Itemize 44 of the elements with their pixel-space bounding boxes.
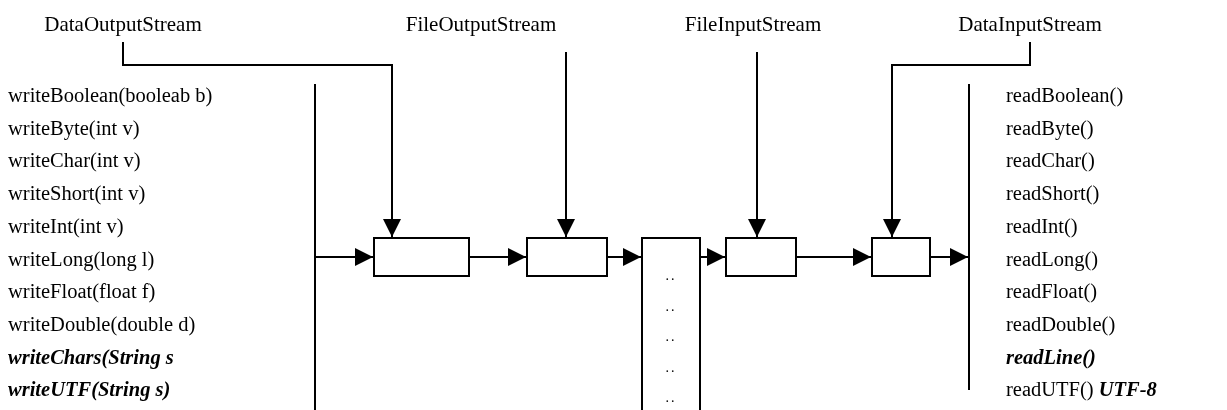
class-name: FileInputStream <box>684 14 822 35</box>
arrow <box>557 51 575 238</box>
ellipsis-text: .. <box>665 389 677 407</box>
arrow <box>122 41 401 238</box>
method-name: writeFloat(float f) <box>8 280 156 303</box>
class-name: DataOutputStream <box>44 14 202 35</box>
method-name: writeInt(int v) <box>8 214 124 238</box>
method-name: writeUTF(String s) <box>8 378 171 401</box>
method-name: writeDouble(double d) <box>8 312 196 336</box>
stream-box <box>373 237 470 277</box>
method-name: readInt() <box>1006 214 1078 238</box>
arrow <box>748 51 766 238</box>
method-name: readFloat() <box>1006 280 1098 303</box>
stream-box <box>871 237 931 277</box>
class-name: FileOutputStream <box>405 14 557 35</box>
file-column <box>641 237 701 410</box>
method-name: readLine() <box>1006 345 1096 369</box>
arrow <box>930 248 969 266</box>
stream-box <box>725 237 797 277</box>
method-name: readShort() <box>1006 182 1100 205</box>
method-name: readChar() <box>1006 149 1095 172</box>
arrow <box>469 248 527 266</box>
method-name: writeChars(String s <box>8 345 174 369</box>
method-name: readDouble() <box>1006 312 1116 336</box>
method-name: writeChar(int v) <box>8 149 141 172</box>
method-name: readBoolean() <box>1006 84 1124 107</box>
stream-box <box>526 237 608 277</box>
arrow <box>700 248 726 266</box>
method-name: readLong() <box>1006 247 1099 271</box>
arrow <box>315 248 374 266</box>
method-name: readByte() <box>1006 116 1094 140</box>
class-name: DataInputStream <box>958 14 1102 35</box>
ellipsis-text: .. <box>665 358 677 377</box>
arrow <box>607 248 642 266</box>
ellipsis-text: .. <box>665 328 677 346</box>
method-name: writeLong(long l) <box>8 247 155 271</box>
ellipsis-text: .. <box>665 297 677 316</box>
method-name: readUTF() UTF-8 <box>1006 378 1157 401</box>
method-name: writeShort(int v) <box>8 182 146 205</box>
arrow <box>796 248 872 266</box>
method-name: writeBoolean(booleab b) <box>8 84 213 107</box>
ellipsis-text: .. <box>665 267 677 285</box>
arrow <box>883 41 1031 238</box>
method-name: writeByte(int v) <box>8 116 140 140</box>
